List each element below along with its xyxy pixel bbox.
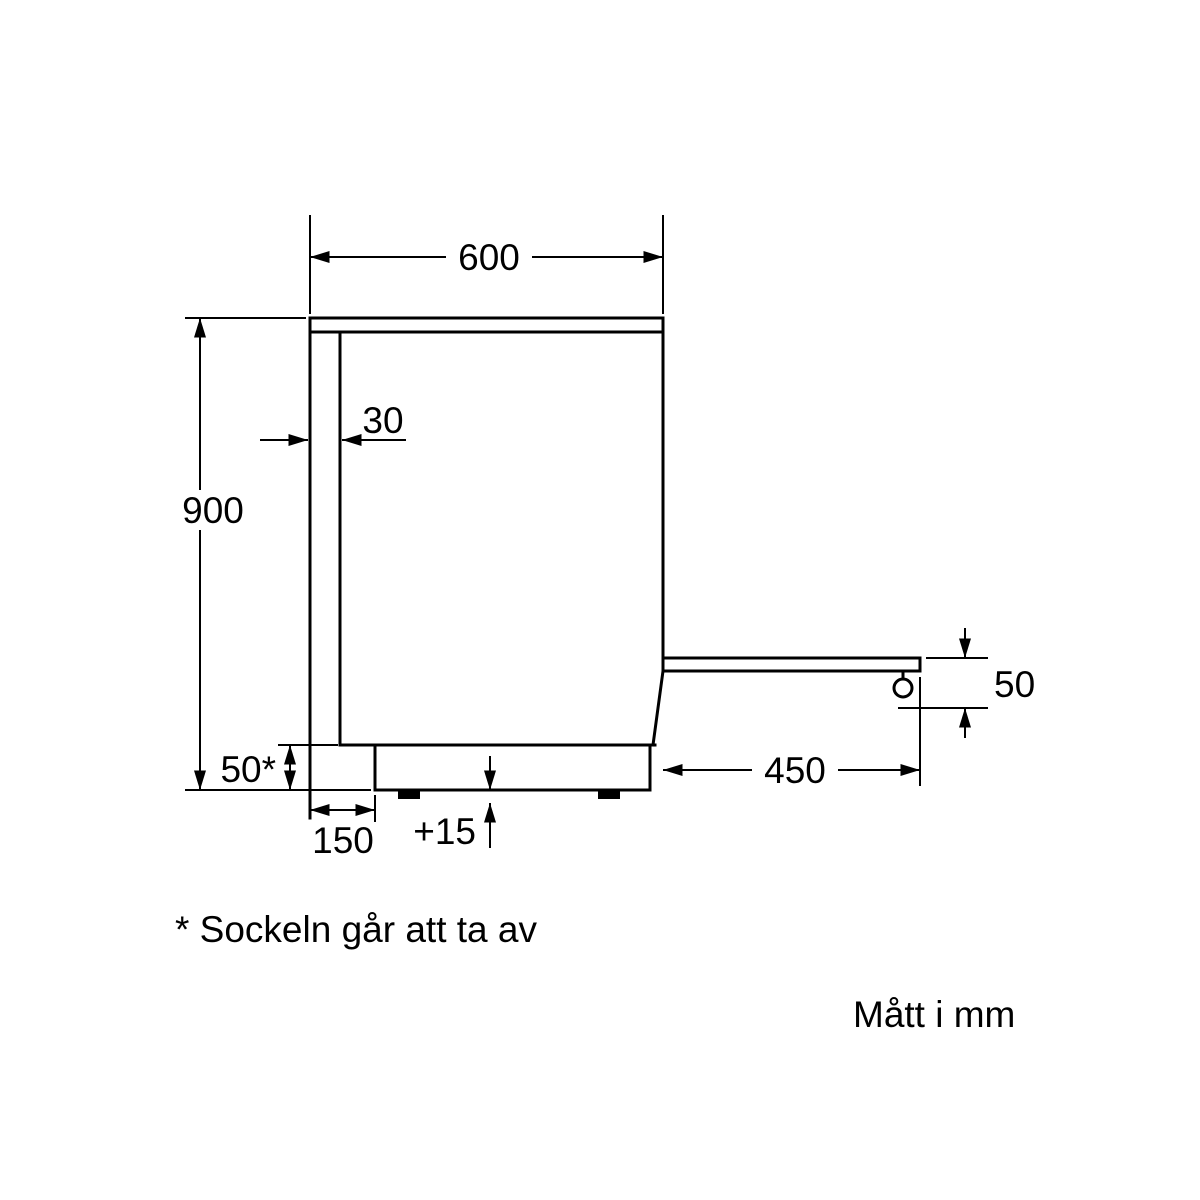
door-handle: [892, 677, 914, 699]
dimension-depth: 600: [309, 215, 664, 314]
open-door-outline: [661, 656, 922, 673]
dimension-door-open-depth: 450: [663, 677, 921, 791]
extension-line: [309, 215, 664, 314]
plinth-outline: [373, 743, 652, 792]
appliance-foot-right: [598, 790, 620, 799]
dimension-label-plinth-recess: 150: [312, 820, 374, 861]
dimension-label-height: 900: [182, 490, 244, 531]
dimension-label-door-handle-depth: 50: [994, 664, 1035, 705]
appliance-foot-left: [398, 790, 420, 799]
dimension-door-handle-depth: 50: [898, 628, 1035, 738]
extension-line: [185, 317, 371, 791]
dimension-plinth-height: 50*: [220, 744, 338, 790]
dimension-label-door-open-depth: 450: [764, 750, 826, 791]
dimension-label-plinth-height: 50*: [220, 749, 276, 790]
dimension-label-feet-adjust: +15: [413, 811, 476, 852]
dimension-label-rear-gap: 30: [362, 400, 403, 441]
dimension-height: 900: [182, 317, 371, 791]
appliance-body-outline: [338, 316, 665, 747]
extension-line: [898, 657, 988, 709]
dimension-plinth-recess: 150: [310, 795, 376, 861]
footnote-text: * Sockeln går att ta av: [175, 909, 537, 950]
dimension-label-depth: 600: [458, 237, 520, 278]
appliance-side-view: [308, 316, 922, 820]
dimension-rear-gap: 30: [260, 400, 406, 446]
units-note-text: Mått i mm: [853, 994, 1015, 1035]
dimension-feet-adjust: +15: [413, 756, 496, 852]
worktop-outline: [308, 316, 665, 334]
